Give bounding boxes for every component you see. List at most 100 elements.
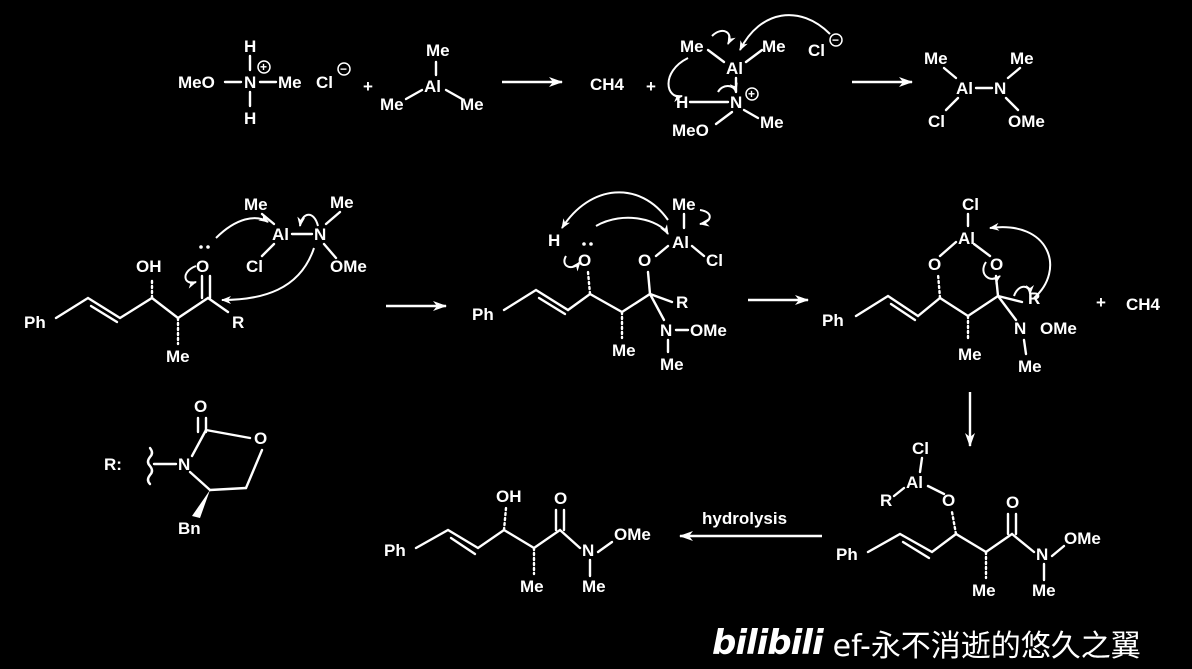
weinreb-aluminum-amide-reagent: Me Al N Me Cl OMe bbox=[924, 49, 1045, 131]
atom-o: O bbox=[578, 251, 591, 270]
atom-r: R bbox=[880, 491, 892, 510]
atom-n: N bbox=[178, 455, 190, 474]
atom-o: O bbox=[554, 489, 567, 508]
charge-minus: − bbox=[832, 33, 839, 47]
atom-n: N bbox=[314, 225, 326, 244]
ate-complex-transition: Me Al Me Cl − H N + MeO Me bbox=[667, 14, 843, 140]
atom-me: Me bbox=[1010, 49, 1034, 68]
atom-cl: Cl bbox=[928, 112, 945, 131]
weinreb-amide-product: OH O Ph N OMe Me Me bbox=[384, 487, 651, 596]
atom-o: O bbox=[254, 429, 267, 448]
bilibili-logo: bilibili bbox=[712, 623, 824, 663]
atom-al: Al bbox=[672, 233, 689, 252]
atom-ome: OMe bbox=[1040, 319, 1077, 338]
atom-me: Me bbox=[330, 193, 354, 212]
atom-al: Al bbox=[726, 59, 743, 78]
plus-charge-icon bbox=[257, 60, 271, 74]
atom-o: O bbox=[194, 397, 207, 416]
atom-me: Me bbox=[760, 113, 784, 132]
atom-me: Me bbox=[1018, 357, 1042, 376]
atom-bn: Bn bbox=[178, 519, 201, 538]
atom-al: Al bbox=[906, 473, 923, 492]
atom-n: N bbox=[730, 93, 742, 112]
atom-me: Me bbox=[672, 195, 696, 214]
atom-me: Me bbox=[762, 37, 786, 56]
atom-ome: OMe bbox=[330, 257, 367, 276]
minus-charge-icon bbox=[829, 33, 843, 47]
atom-me: Me bbox=[278, 73, 302, 92]
imide-substrate: Me Al N Me Cl OMe OH O Ph R Me bbox=[24, 193, 367, 366]
atom-o: O bbox=[638, 251, 651, 270]
atom-o: O bbox=[1006, 493, 1019, 512]
atom-al: Al bbox=[424, 77, 441, 96]
atom-me: Me bbox=[924, 49, 948, 68]
hydrolysis-label: hydrolysis bbox=[702, 509, 787, 528]
atom-r: R bbox=[676, 293, 688, 312]
atom-meo: MeO bbox=[672, 121, 709, 140]
atom-oh: OH bbox=[496, 487, 522, 506]
atom-al: Al bbox=[958, 229, 975, 248]
atom-n: N bbox=[1036, 545, 1048, 564]
tetrahedral-intermediate-1: Me H O O Al Cl Ph R N OMe Me Me bbox=[472, 191, 727, 374]
atom-cl: Cl bbox=[316, 73, 333, 92]
atom-me: Me bbox=[520, 577, 544, 596]
atom-me: Me bbox=[426, 41, 450, 60]
charge-plus: + bbox=[748, 87, 755, 101]
atom-me: Me bbox=[460, 95, 484, 114]
atom-me: Me bbox=[972, 581, 996, 600]
atom-n: N bbox=[244, 73, 256, 92]
methane-label: CH4 bbox=[1126, 295, 1161, 314]
atom-n: N bbox=[994, 79, 1006, 98]
atom-cl: Cl bbox=[706, 251, 723, 270]
atom-me: Me bbox=[680, 37, 704, 56]
plus-charge-icon bbox=[745, 87, 759, 101]
atom-o: O bbox=[196, 257, 209, 276]
aluminum-chelate: Cl Al R O O Ph N OMe Me Me bbox=[836, 439, 1101, 600]
atom-ph: Ph bbox=[384, 541, 406, 560]
atom-ph: Ph bbox=[836, 545, 858, 564]
atom-r: R bbox=[232, 313, 244, 332]
minus-charge-icon bbox=[337, 62, 351, 76]
atom-cl: Cl bbox=[912, 439, 929, 458]
atom-me: Me bbox=[612, 341, 636, 360]
atom-ome: OMe bbox=[690, 321, 727, 340]
atom-cl: Cl bbox=[246, 257, 263, 276]
atom-me: Me bbox=[660, 355, 684, 374]
trimethylaluminum: Me Al Me Me bbox=[380, 41, 484, 114]
plus-sign: + bbox=[1096, 293, 1106, 312]
tetrahedral-intermediate-2: Cl Al O O Ph R N OMe Me Me + CH4 bbox=[822, 195, 1161, 376]
uploader-name: ef-永不消逝的悠久之翼 bbox=[832, 629, 1141, 664]
atom-n: N bbox=[660, 321, 672, 340]
atom-me: Me bbox=[582, 577, 606, 596]
r-group-oxazolidinone: R: N O O Bn bbox=[104, 397, 267, 538]
atom-cl: Cl bbox=[808, 41, 825, 60]
atom-ome: OMe bbox=[614, 525, 651, 544]
plus-sign: + bbox=[363, 77, 373, 96]
plus-sign: + bbox=[646, 77, 656, 96]
atom-ph: Ph bbox=[24, 313, 46, 332]
atom-me: Me bbox=[380, 95, 404, 114]
atom-ome: OMe bbox=[1008, 112, 1045, 131]
atom-n: N bbox=[582, 541, 594, 560]
atom-me: Me bbox=[958, 345, 982, 364]
atom-h: H bbox=[244, 109, 256, 128]
atom-o: O bbox=[928, 255, 941, 274]
atom-o: O bbox=[990, 255, 1003, 274]
atom-al: Al bbox=[956, 79, 973, 98]
atom-h: H bbox=[548, 231, 560, 250]
atom-o: O bbox=[942, 491, 955, 510]
atom-meo: MeO bbox=[178, 73, 215, 92]
atom-ome: OMe bbox=[1064, 529, 1101, 548]
atom-ph: Ph bbox=[472, 305, 494, 324]
atom-al: Al bbox=[272, 225, 289, 244]
atom-me: Me bbox=[244, 195, 268, 214]
charge-plus: + bbox=[260, 60, 267, 74]
atom-ph: Ph bbox=[822, 311, 844, 330]
bilibili-watermark: bilibili ef-永不消逝的悠久之翼 bbox=[712, 620, 1141, 666]
atom-me: Me bbox=[166, 347, 190, 366]
atom-me: Me bbox=[1032, 581, 1056, 600]
atom-n: N bbox=[1014, 319, 1026, 338]
atom-oh: OH bbox=[136, 257, 162, 276]
charge-minus: − bbox=[340, 62, 347, 76]
